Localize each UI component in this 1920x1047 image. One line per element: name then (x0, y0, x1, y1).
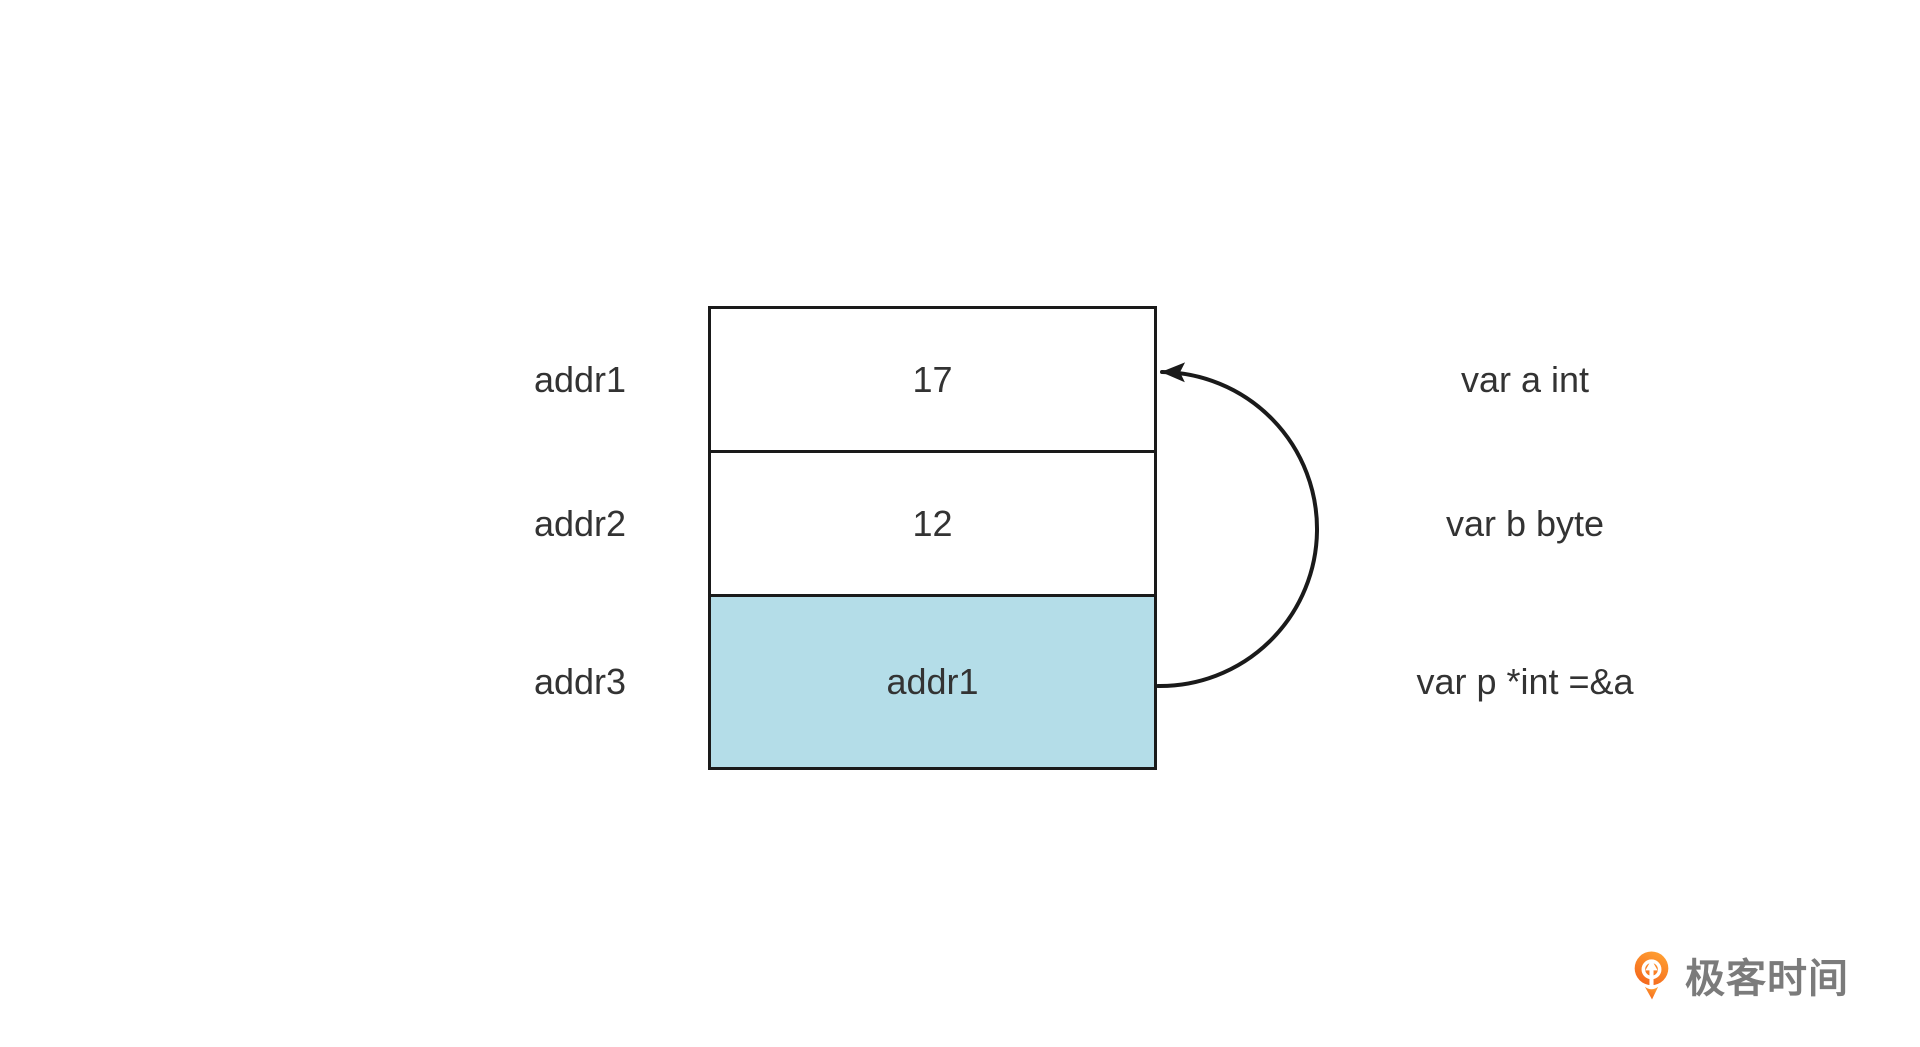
declaration-label-var-b: var b byte (1445, 503, 1605, 544)
geektime-logo: 极客时间 (1633, 951, 1849, 1002)
address-label-addr1: addr1 (533, 359, 627, 400)
declaration-label-var-p: var p *int =&a (1416, 661, 1634, 702)
pointer-arrow-path (1156, 362, 1319, 689)
memory-cell-value: 12 (912, 502, 953, 544)
memory-table: 17 12 addr1 (708, 306, 1157, 770)
address-label-addr3: addr3 (533, 661, 627, 702)
memory-cell-value: 17 (912, 358, 953, 400)
address-label-addr2: addr2 (533, 503, 627, 544)
memory-cell-value: addr1 (886, 661, 979, 702)
memory-cell-addr2: 12 (711, 450, 1154, 594)
memory-cell-addr3-pointer: addr1 (711, 594, 1154, 767)
geektime-logo-text: 极客时间 (1685, 957, 1849, 1001)
geektime-logo-icon (1634, 951, 1669, 1000)
memory-cell-addr1: 17 (711, 309, 1154, 450)
declaration-label-var-a: var a int (1460, 359, 1590, 400)
